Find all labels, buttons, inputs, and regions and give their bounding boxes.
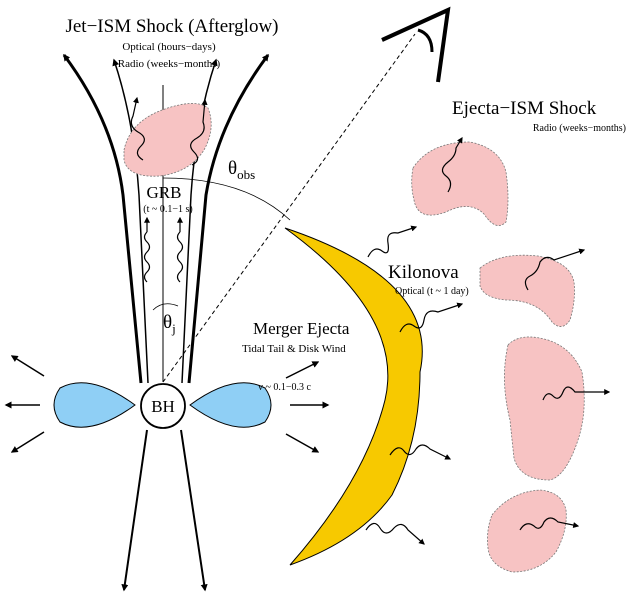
kilonova-photon-3	[389, 444, 452, 460]
theta-j-arc	[152, 303, 179, 311]
merger-velocity: v ~ 0.1−0.3 c	[258, 382, 312, 393]
kilonova-photon-2	[399, 302, 464, 333]
wind-arrow-1	[10, 355, 45, 377]
ejecta-ism-title: Ejecta−ISM Shock	[452, 98, 597, 119]
kilonova-crescent	[284, 227, 423, 566]
bh-label: BH	[151, 397, 175, 416]
merger-title: Merger Ejecta	[253, 319, 350, 338]
jet-inner-left	[112, 58, 149, 384]
jet-lower-left	[121, 429, 148, 592]
jet-lower-right	[180, 429, 208, 592]
jet-wall-right	[187, 53, 270, 384]
disk-lobe-left	[53, 382, 136, 428]
wind-arrow-6	[285, 433, 320, 453]
kilonova-photon-1	[367, 225, 418, 258]
ism-photon-1	[441, 136, 463, 193]
afterglow-photon-left	[130, 96, 145, 161]
kilonova-sub: Optical (t ~ 1 day)	[395, 286, 469, 297]
ism-photon-4	[519, 517, 580, 531]
afterglow-optical: Optical (hours−days)	[122, 41, 216, 53]
line-of-sight	[162, 33, 416, 383]
theta-j-label: θj	[163, 312, 176, 336]
jet-shock-blob	[123, 103, 212, 177]
afterglow-radio: Radio (weeks−months)	[118, 58, 221, 70]
ism-photon-2	[524, 248, 586, 291]
ism-blob-4	[487, 489, 567, 573]
theta-obs-label: θobs	[228, 158, 255, 182]
grb-photon-2	[176, 231, 184, 283]
kilonova-title: Kilonova	[388, 262, 459, 283]
merger-sub: Tidal Tail & Disk Wind	[242, 343, 346, 355]
ism-blob-3	[504, 336, 585, 481]
ism-blob-1	[411, 141, 509, 226]
wind-arrow-3	[10, 431, 45, 453]
jet-wall-left	[62, 53, 143, 384]
theta-obs-arc	[162, 177, 291, 221]
observer-eye-icon	[381, 6, 451, 83]
ism-photon-3	[542, 386, 611, 401]
disk-lobe-right	[189, 382, 272, 428]
ism-blob-2	[479, 254, 575, 327]
grb-photon-1	[143, 231, 151, 283]
afterglow-photon-right	[190, 98, 208, 166]
black-hole-circle	[140, 383, 186, 429]
wind-arrow-4	[285, 361, 320, 379]
diagram-title: Jet−ISM Shock (Afterglow)	[65, 16, 278, 37]
grb-time: (t ~ 0.1−1 s)	[143, 204, 192, 215]
kilonova-photon-4	[365, 522, 425, 545]
ejecta-ism-sub: Radio (weeks−months)	[533, 123, 626, 134]
grb-label: GRB	[147, 183, 182, 202]
